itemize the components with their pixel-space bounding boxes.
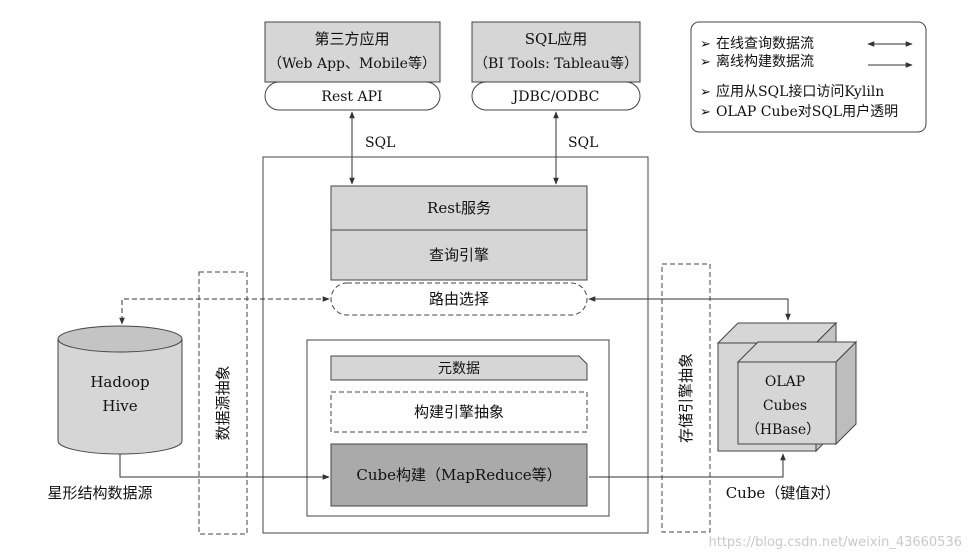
legend-bullet-icon: ➢ bbox=[700, 85, 711, 100]
third-party-app-title: 第三方应用 bbox=[314, 30, 389, 48]
legend-online-flow: 在线查询数据流 bbox=[716, 36, 814, 52]
cube-build-label: Cube构建（MapReduce等） bbox=[356, 466, 561, 484]
sql-app-title: SQL应用 bbox=[525, 30, 588, 48]
olap-label: OLAP bbox=[765, 374, 805, 390]
rest-api-interface: Rest API bbox=[264, 81, 441, 111]
sql-app-box: SQL应用 （BI Tools: Tableau等） bbox=[471, 21, 641, 83]
hadoop-to-cube-build-arrow bbox=[119, 454, 330, 480]
routing-label: 路由选择 bbox=[429, 290, 489, 308]
cube-kv-caption: Cube（键值对） bbox=[726, 484, 841, 502]
metadata-box: 元数据 bbox=[330, 355, 588, 381]
rest-api-label: Rest API bbox=[321, 89, 382, 105]
routing-box: 路由选择 bbox=[330, 282, 588, 316]
hadoop-label: Hadoop bbox=[90, 373, 149, 391]
build-engine-abstraction-label: 构建引擎抽象 bbox=[414, 403, 504, 421]
hadoop-hive-cylinder: Hadoop Hive bbox=[57, 325, 183, 455]
routing-to-hadoop-arrow bbox=[119, 296, 330, 325]
cubes-label: Cubes bbox=[763, 398, 807, 414]
jdbc-odbc-interface: JDBC/ODBC bbox=[471, 81, 641, 111]
metadata-label: 元数据 bbox=[438, 361, 480, 377]
build-engine-abstraction-box: 构建引擎抽象 bbox=[330, 391, 588, 433]
sql-label-right: SQL bbox=[568, 135, 598, 151]
build-frame bbox=[306, 339, 610, 517]
legend-box: ➢ 在线查询数据流 ➢ 离线构建数据流 ➢ 应用从SQL接口访问Kyliln ➢… bbox=[690, 21, 927, 133]
routing-to-cubes-arrow bbox=[588, 296, 791, 321]
legend-bullet-icon: ➢ bbox=[700, 105, 711, 120]
legend-note-2: OLAP Cube对SQL用户透明 bbox=[716, 103, 898, 120]
hive-label: Hive bbox=[102, 397, 137, 415]
third-party-app-box: 第三方应用 （Web App、Mobile等） bbox=[264, 21, 441, 83]
query-engine-box: 查询引擎 bbox=[330, 229, 588, 281]
jdbc-odbc-label: JDBC/ODBC bbox=[511, 89, 600, 105]
query-engine-label: 查询引擎 bbox=[429, 246, 489, 264]
rest-service-box: Rest服务 bbox=[330, 185, 588, 231]
datasource-abstraction-box: 数据源抽象 bbox=[198, 271, 248, 535]
hbase-label: （HBase） bbox=[746, 422, 820, 438]
olap-cubes-box: OLAP Cubes （HBase） bbox=[716, 321, 858, 453]
legend-bullet-icon: ➢ bbox=[700, 55, 711, 70]
star-schema-source-caption: 星形结构数据源 bbox=[47, 484, 152, 502]
third-party-app-subtitle: （Web App、Mobile等） bbox=[268, 55, 436, 72]
datasource-abstraction-label: 数据源抽象 bbox=[214, 365, 232, 440]
storage-abstraction-box: 存储引擎抽象 bbox=[661, 263, 711, 533]
watermark: https://blog.csdn.net/weixin_43660536 bbox=[708, 535, 962, 550]
legend-bullet-icon: ➢ bbox=[700, 37, 711, 52]
legend-note-1: 应用从SQL接口访问Kyliln bbox=[716, 83, 884, 100]
rest-service-label: Rest服务 bbox=[427, 199, 491, 217]
storage-abstraction-label: 存储引擎抽象 bbox=[677, 353, 695, 443]
cube-build-box: Cube构建（MapReduce等） bbox=[330, 443, 588, 507]
sql-app-subtitle: （BI Tools: Tableau等） bbox=[474, 55, 638, 72]
legend-offline-flow: 离线构建数据流 bbox=[716, 53, 814, 70]
cube-build-to-cubes-arrow bbox=[589, 453, 786, 478]
sql-label-left: SQL bbox=[365, 135, 395, 151]
kylin-core-frame bbox=[262, 156, 649, 534]
